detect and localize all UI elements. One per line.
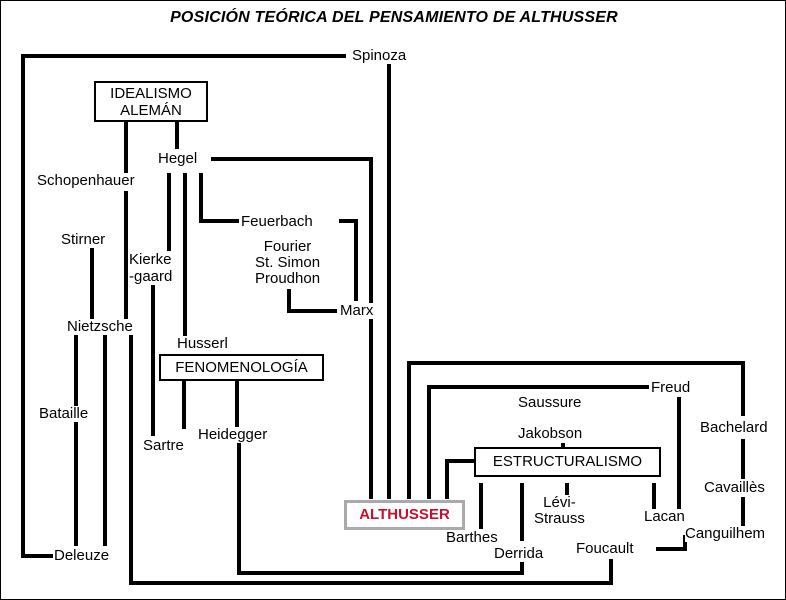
node-bataille: Bataille xyxy=(39,405,89,422)
node-nietzsche: Nietzsche xyxy=(67,318,133,335)
node-foucault: Foucault xyxy=(576,540,634,557)
node-hegel: Hegel xyxy=(158,150,198,167)
line-feuerbach-marx xyxy=(339,219,358,301)
node-canguilhem: Canguilhem xyxy=(685,525,766,542)
node-freud: Freud xyxy=(651,379,691,396)
node-estructuralismo: ESTRUCTURALISMO xyxy=(474,447,661,477)
node-kierkegaard: Kierke -gaard xyxy=(129,251,173,285)
node-kierkegaard-line2: -gaard xyxy=(129,268,173,285)
node-kierkegaard-line1: Kierke xyxy=(129,251,172,268)
node-levi-strauss: Lévi- Strauss xyxy=(534,495,585,527)
line-spinoza-deleuze xyxy=(21,54,346,558)
node-jakobson: Jakobson xyxy=(518,425,583,442)
node-barthes: Barthes xyxy=(446,529,498,546)
node-fenomenologia: FENOMENOLOGÍA xyxy=(159,354,324,381)
node-derrida: Derrida xyxy=(494,545,544,562)
node-schopenhauer: Schopenhauer xyxy=(37,172,135,189)
node-lacan: Lacan xyxy=(644,508,685,525)
node-heidegger: Heidegger xyxy=(198,426,268,443)
line-hegel-feuerbach xyxy=(199,173,239,223)
node-spinoza: Spinoza xyxy=(352,47,407,64)
line-hegel-marx xyxy=(211,157,373,499)
node-sartre: Sartre xyxy=(143,437,184,454)
node-deleuze: Deleuze xyxy=(54,547,110,564)
node-idealismo-aleman: IDEALISMO ALEMÁN xyxy=(94,81,208,122)
node-idealismo-line1: IDEALISMO xyxy=(110,84,192,102)
line-nietzsche-foucault xyxy=(129,335,613,585)
node-stirner: Stirner xyxy=(61,231,106,248)
node-marx: Marx xyxy=(340,302,374,319)
line-estructuralismo-althusser xyxy=(445,459,475,499)
line-bachelard-althusser xyxy=(407,361,745,499)
line-heidegger-derrida xyxy=(237,443,524,575)
diagram-title: POSICIÓN TEÓRICA DEL PENSAMIENTO DE ALTH… xyxy=(170,9,618,26)
node-proudhon: Proudhon xyxy=(255,270,321,287)
node-fourier: Fourier xyxy=(263,238,312,255)
node-husserl: Husserl xyxy=(177,335,228,352)
node-feuerbach: Feuerbach xyxy=(241,213,313,230)
node-saussure: Saussure xyxy=(518,394,582,411)
node-levi-strauss-line2: Strauss xyxy=(534,510,585,527)
node-bachelard: Bachelard xyxy=(700,419,768,436)
node-stsimon: St. Simon xyxy=(255,254,321,271)
node-levi-strauss-line1: Lévi- xyxy=(543,494,576,511)
line-freud-althusser xyxy=(427,385,649,499)
node-fourier-stsimon-proudhon: Fourier St. Simon Proudhon xyxy=(255,238,321,287)
node-idealismo-line2: ALEMÁN xyxy=(120,101,182,119)
line-fourier-marx xyxy=(287,289,337,313)
node-cavailles: Cavaillès xyxy=(704,479,765,496)
node-althusser: ALTHUSSER xyxy=(344,500,465,530)
line-canguilhem-foucault xyxy=(656,535,687,551)
